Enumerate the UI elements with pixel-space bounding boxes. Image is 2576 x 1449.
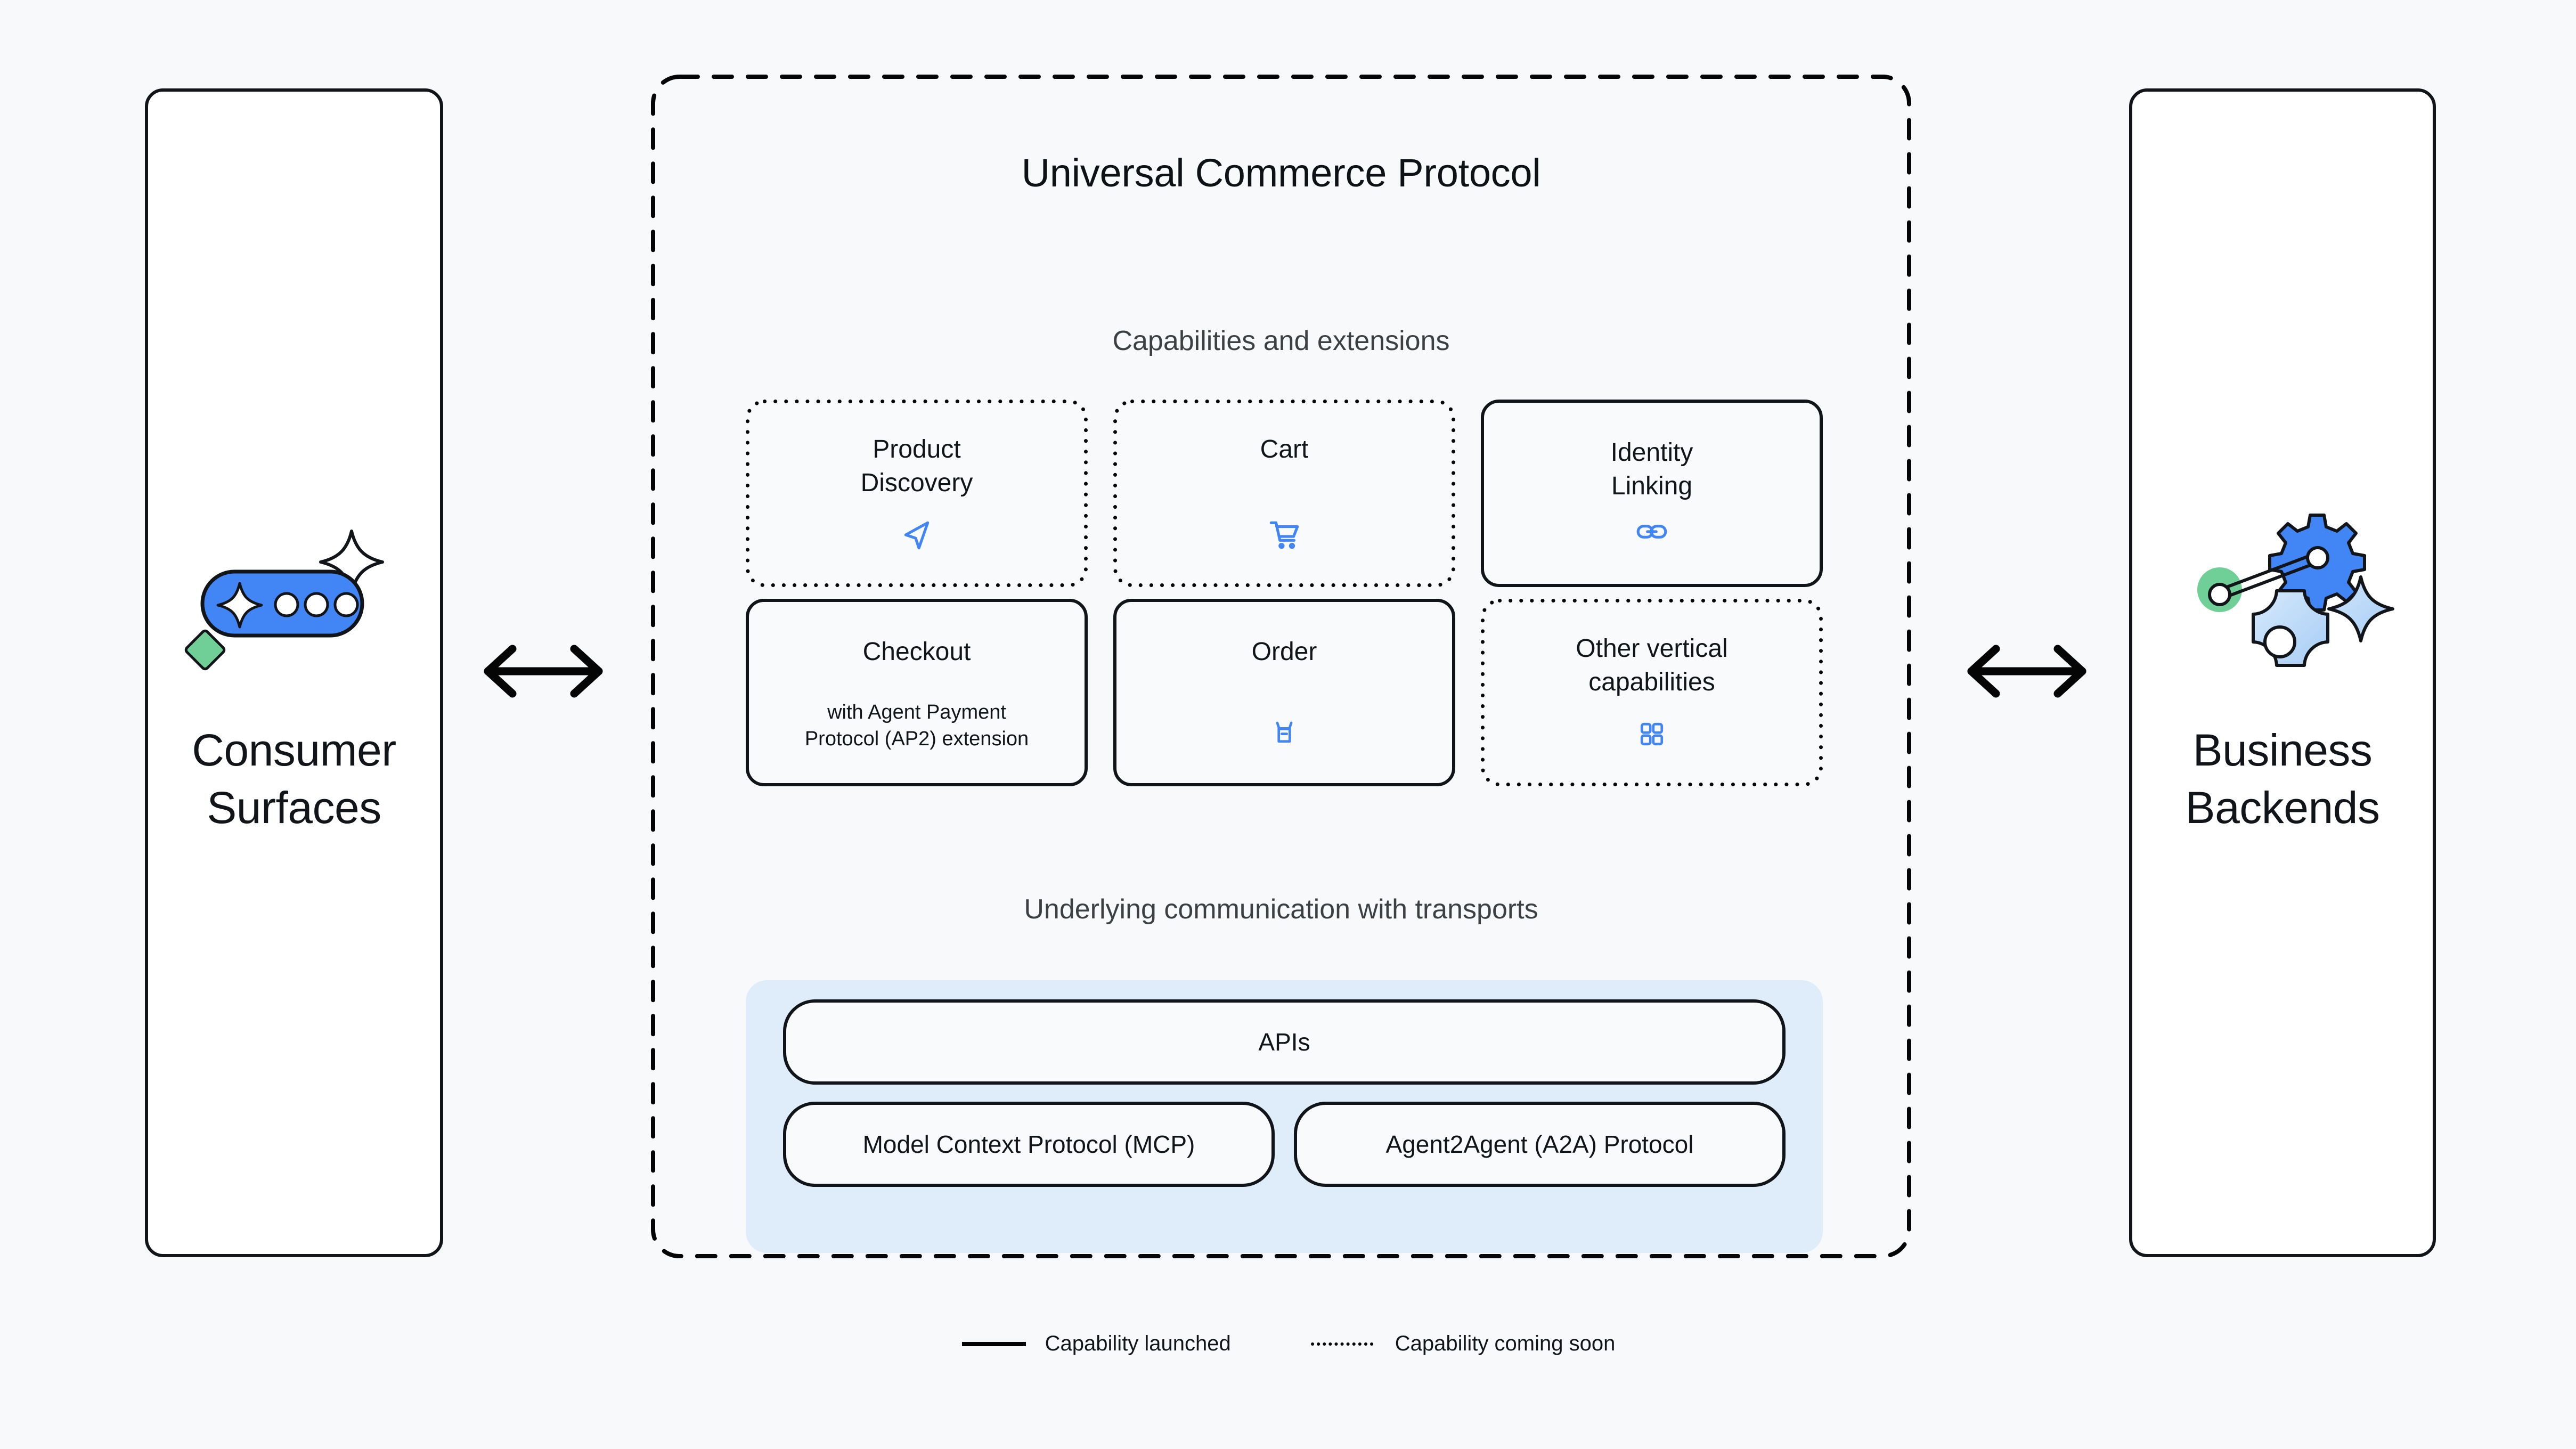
business-backends-panel: Business Backends [2129,88,2436,1257]
capability-name: Other vertical capabilities [1576,634,1728,697]
universal-commerce-protocol-container: Universal Commerce Protocol Capabilities… [651,75,1911,1258]
legend-item-coming-soon: Capability coming soon [1310,1332,1616,1356]
capability-subtitle: with Agent Payment Protocol (AP2) extens… [804,701,1029,750]
capability-name: Checkout [862,638,971,666]
capability-card-checkout[interactable]: Checkout with Agent Payment Protocol (AP… [746,599,1088,786]
grid-squares-icon [1636,712,1668,756]
capability-card-identity-linking[interactable]: Identity Linking [1481,400,1823,587]
capability-name: Cart [1260,435,1309,463]
capability-grid: Product Discovery Cart [746,400,1823,786]
capability-card-other-vertical[interactable]: Other vertical capabilities [1481,599,1823,786]
capability-card-product-discovery[interactable]: Product Discovery [746,400,1088,587]
capability-name: Product Discovery [860,435,973,498]
consumer-surfaces-title: Consumer Surfaces [192,725,396,833]
navigation-arrow-icon [899,512,934,557]
legend-label-coming-soon: Capability coming soon [1395,1332,1616,1355]
transport-pill-row: Model Context Protocol (MCP) Agent2Agent… [783,1102,1786,1187]
transports-section-label: Underlying communication with transports [1024,894,1538,925]
consumer-surfaces-illustration [182,509,406,701]
capability-card-cart[interactable]: Cart [1113,400,1455,587]
dotted-line-swatch [1310,1342,1377,1346]
legend-item-launched: Capability launched [961,1332,1231,1356]
capability-name: Order [1251,638,1317,666]
consumer-surfaces-panel: Consumer Surfaces [145,88,443,1257]
bidirectional-arrow-icon [1967,645,2086,698]
business-backends-illustration [2171,509,2394,701]
connector-protocol-to-business [1958,638,2096,704]
bidirectional-arrow-icon [484,645,603,698]
legend: Capability launched Capability coming so… [0,1332,2576,1356]
shopping-basket-icon [1268,709,1300,753]
page-title: Universal Commerce Protocol [1021,151,1541,195]
solid-line-swatch [961,1341,1026,1346]
chat-bubble-sparkle-icon [184,530,384,671]
transport-pill-apis[interactable]: APIs [783,999,1786,1085]
transport-pill-mcp[interactable]: Model Context Protocol (MCP) [783,1102,1275,1187]
gears-cog-sparkle-icon [2197,514,2394,667]
business-backends-title: Business Backends [2185,725,2380,833]
transport-pill-a2a[interactable]: Agent2Agent (A2A) Protocol [1294,1102,1786,1187]
capability-name: Identity Linking [1610,438,1693,501]
capabilities-section-label: Capabilities and extensions [1112,325,1450,356]
shopping-cart-icon [1267,512,1302,557]
connector-consumer-to-protocol [474,638,613,704]
legend-label-launched: Capability launched [1045,1332,1231,1355]
capability-card-order[interactable]: Order [1113,599,1455,786]
transports-panel: APIs Model Context Protocol (MCP) Agent2… [746,980,1823,1253]
dotted-card-border [1113,400,1455,587]
link-chain-icon [1634,509,1669,554]
